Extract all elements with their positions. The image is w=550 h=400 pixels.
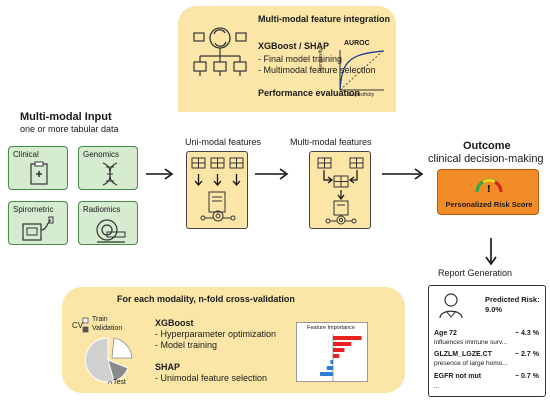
modality-label: Radiomics (83, 205, 121, 214)
report-item-desc: presence of large homo... (434, 360, 508, 367)
report-item-name: EGFR not mut (434, 373, 482, 380)
report-card: Predicted Risk: 9.0% Age 72 ~ 4.3 % infl… (428, 285, 546, 397)
feature-importance-bars (320, 334, 362, 381)
feature-importance-bar (330, 360, 333, 364)
multimodal-features-box (309, 151, 371, 229)
arrow-icon (382, 168, 424, 180)
roc-ylabel: sensitivity (318, 48, 324, 70)
modality-label: Genomics (83, 150, 120, 159)
report-item-name: GLZLM_LGZE.CT (434, 351, 492, 358)
feature-importance-chart: Feature Importance (296, 322, 368, 382)
cv-label: CV (72, 321, 84, 330)
predicted-risk-value: 9.0% (485, 305, 503, 314)
predicted-risk-label: Predicted Risk: (485, 295, 540, 304)
feature-importance-bar (326, 366, 333, 370)
roc-curve-chart (339, 49, 385, 91)
integration-bullet-1: - Final model training (258, 54, 343, 64)
feature-importance-bar (333, 354, 340, 358)
modality-label: Clinical (13, 150, 39, 159)
integration-title: Multi-modal feature integration (258, 14, 391, 24)
xgboost-item-1: - Hyperparameter optimization (155, 329, 277, 339)
multimodal-pipeline-icon (317, 157, 364, 225)
modality-label: Spirometric (13, 205, 54, 214)
report-item-desc: influences immune surv... (434, 339, 508, 346)
doctor-avatar-icon (439, 293, 463, 319)
gauge-alert-icon: ! (475, 178, 503, 195)
ct-scanner-icon (96, 219, 126, 243)
shap-item-1: - Unimodal feature selection (155, 373, 268, 383)
input-subtitle: one or more tabular data (20, 124, 119, 134)
report-label: Report Generation (438, 268, 513, 278)
report-item-name: Age 72 (434, 330, 457, 337)
svg-text:!: ! (487, 184, 492, 195)
roc-title: AUROC (344, 40, 370, 47)
network-integration-icon (193, 27, 247, 76)
unimodal-pipeline-icon (191, 157, 244, 222)
outcome-title: Outcome (463, 140, 511, 152)
xgboost-title: XGBoost (155, 318, 194, 328)
report-item-desc: ... (434, 383, 440, 390)
cross-validation-title: For each modality, n-fold cross-validati… (117, 294, 295, 304)
modality-radiomics: Radiomics (78, 201, 138, 245)
unimodal-features-box (186, 151, 248, 229)
feature-importance-bar (320, 372, 333, 376)
risk-score-box: ! Personalized Risk Score (437, 169, 539, 215)
modality-genomics: Genomics (78, 146, 138, 190)
outcome-subtitle: clinical decision-making (428, 153, 544, 165)
legend-train: Train (92, 316, 108, 323)
dna-icon (102, 162, 118, 186)
legend-validation: Validation (92, 325, 123, 332)
arrow-icon (146, 168, 174, 180)
report-item-value: ~ 0.7 % (515, 373, 539, 380)
clinical-icon (30, 161, 48, 185)
multimodal-label: Multi-modal features (290, 137, 372, 147)
feature-importance-bar (333, 342, 352, 346)
integration-subtitle: XGBoost / SHAP (258, 41, 330, 51)
roc-xlabel: 1-specificity (348, 92, 375, 98)
integration-panel (178, 6, 396, 112)
performance-evaluation-label: Performance evaluation (258, 88, 361, 98)
xgboost-item-2: - Model training (155, 340, 218, 350)
unimodal-label: Uni-modal features (185, 137, 262, 147)
shap-title: SHAP (155, 362, 181, 372)
input-title: Multi-modal Input (20, 111, 112, 123)
arrow-icon (255, 168, 289, 180)
risk-score-label: Personalized Risk Score (445, 200, 533, 209)
modality-spirometric: Spirometric (8, 201, 68, 245)
cv-legend-markers (82, 317, 89, 333)
feature-importance-bar (333, 336, 362, 340)
cv-split-pie-icon (85, 337, 133, 384)
report-item-value: ~ 2.7 % (515, 351, 539, 358)
arrow-down-icon (485, 238, 497, 266)
integration-bullet-2: - Multimodal feature selection (258, 65, 376, 75)
test-label: Test (113, 379, 126, 386)
modality-clinical: Clinical (8, 146, 68, 190)
report-item-value: ~ 4.3 % (515, 330, 539, 337)
spirometer-icon (22, 216, 54, 241)
feature-importance-bar (333, 348, 345, 352)
feature-importance-title: Feature Importance (307, 325, 355, 331)
